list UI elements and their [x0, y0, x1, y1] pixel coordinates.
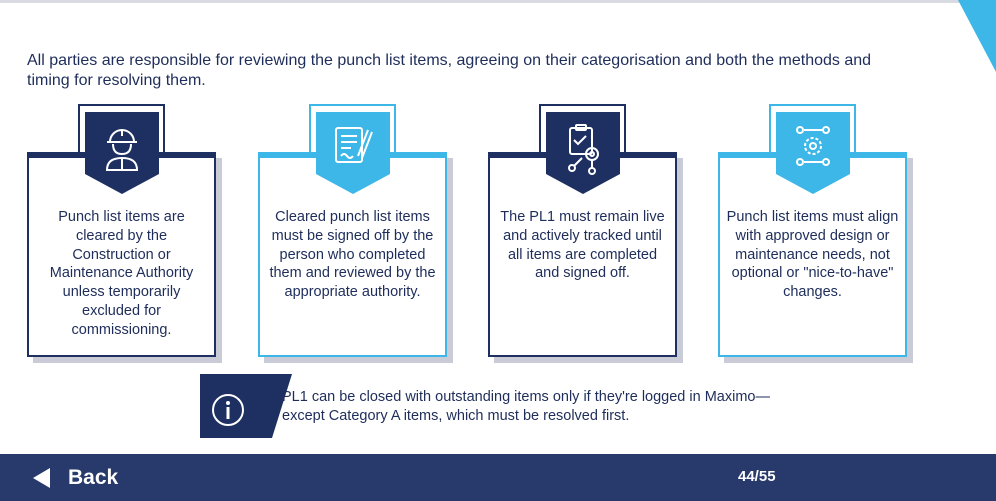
top-divider: [0, 0, 996, 3]
badge-frame: [78, 104, 165, 174]
back-label: Back: [68, 466, 119, 489]
card-text: The PL1 must remain live and actively tr…: [500, 209, 665, 282]
info-text: PL1 can be closed with outstanding items…: [282, 389, 770, 424]
card-text: Cleared punch list items must be signed …: [269, 209, 436, 301]
tracking-clipboard-icon: [546, 112, 620, 194]
back-arrow-icon: [33, 468, 50, 488]
badge-frame: [769, 104, 856, 174]
info-banner: PL1 can be closed with outstanding items…: [200, 374, 797, 438]
page-counter: 44/55: [738, 468, 776, 485]
back-button[interactable]: Back: [33, 463, 118, 493]
badge-frame: [539, 104, 626, 174]
intro-text: All parties are responsible for reviewin…: [27, 52, 872, 89]
process-gear-icon: [776, 112, 850, 194]
card-text: Punch list items must align with approve…: [726, 209, 899, 301]
badge-frame: [309, 104, 396, 174]
signed-document-icon: [316, 112, 390, 194]
corner-accent-shape: [958, 0, 996, 72]
worker-helmet-icon: [85, 112, 159, 194]
card-design-alignment: Punch list items must align with approve…: [718, 152, 913, 363]
info-icon: [210, 392, 246, 428]
card-text: Punch list items are cleared by the Cons…: [49, 209, 194, 338]
footer-bar: Back 44/55: [0, 454, 996, 501]
